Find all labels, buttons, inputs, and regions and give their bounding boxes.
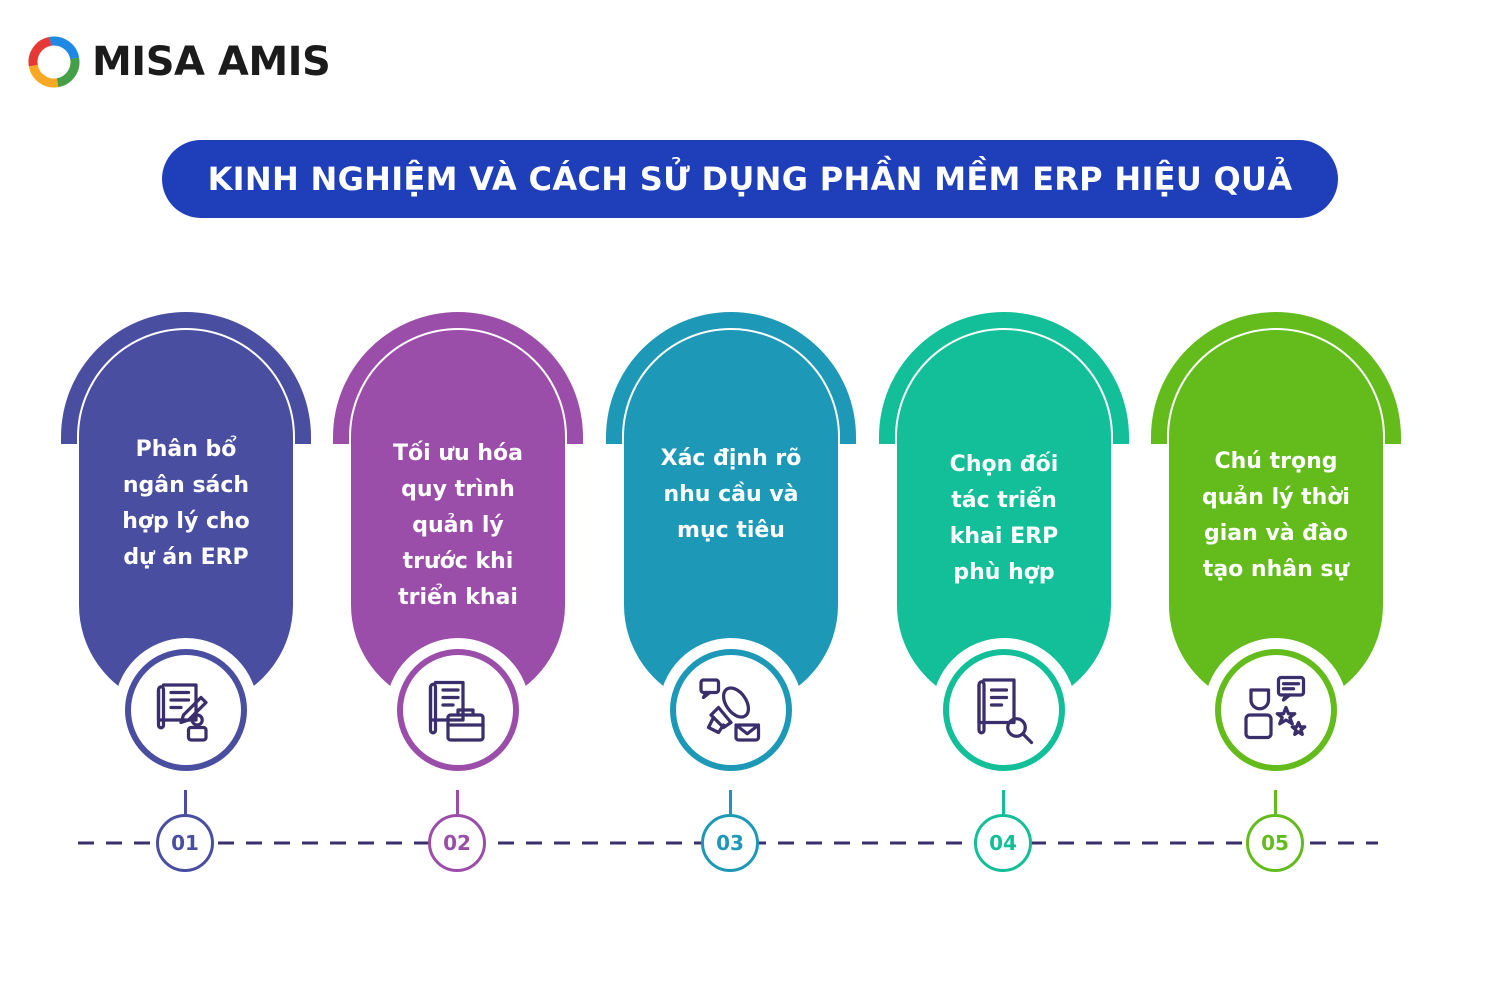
step-text-line: hợp lý cho [122, 509, 250, 534]
step-text-line: ngân sách [122, 473, 250, 498]
step-text-line: trước khi [402, 549, 514, 574]
step-text-line: mục tiêu [677, 518, 785, 543]
misa-amis-logo-icon [28, 36, 80, 88]
step-text-line: quy trình [401, 477, 515, 502]
icon-badge [397, 649, 519, 771]
step-text-line: tác triển [951, 488, 1057, 513]
step-text-line: Chú trọng [1214, 449, 1338, 474]
step-text: Phân bổ ngân sách hợp lý cho dự án ERP [91, 432, 281, 576]
step-number: 03 [701, 814, 759, 872]
step-text-line: Xác định rõ [660, 446, 802, 471]
timeline-connector [184, 790, 187, 814]
timeline-connector [729, 790, 732, 814]
step-number: 04 [974, 814, 1032, 872]
step-02: Tối ưu hóa quy trình quản lý trước khi triển… [333, 0, 583, 1000]
step-text-line: Chọn đối [949, 452, 1059, 477]
step-text-line: quản lý thời [1202, 485, 1350, 510]
step-number: 01 [156, 814, 214, 872]
step-text-line: nhu cầu và [663, 482, 799, 507]
document-search-icon [977, 678, 1034, 745]
step-text-line: phù hợp [953, 560, 1055, 585]
brand-name: MISA AMIS [92, 39, 331, 85]
brand-logo: MISA AMIS [26, 34, 331, 90]
icon-badge [1215, 649, 1337, 771]
timeline-connector [456, 790, 459, 814]
timeline-connector [1002, 790, 1005, 814]
person-chat-star-icon [1244, 675, 1307, 740]
budget-document-icon [156, 683, 208, 742]
step-text: Xác định rõ nhu cầu và mục tiêu [636, 441, 826, 549]
step-text-line: Phân bổ [135, 437, 237, 462]
icon-badge [943, 649, 1065, 771]
page-title: KINH NGHIỆM VÀ CÁCH SỬ DỤNG PHẦN MỀM ERP… [207, 160, 1293, 198]
megaphone-message-icon [699, 678, 761, 742]
step-number: 02 [428, 814, 486, 872]
step-text-line: Tối ưu hóa [393, 441, 523, 466]
step-text: Tối ưu hóa quy trình quản lý trước khi triển… [363, 436, 553, 616]
step-01: Phân bổ ngân sách hợp lý cho dự án ERP 01 [61, 0, 311, 1000]
icon-badge [670, 649, 792, 771]
document-briefcase-icon [428, 680, 485, 742]
step-text-line: gian và đào [1203, 521, 1348, 546]
title-banner: KINH NGHIỆM VÀ CÁCH SỬ DỤNG PHẦN MỀM ERP… [162, 140, 1338, 218]
step-text-line: tạo nhân sự [1202, 557, 1350, 582]
step-text-line: dự án ERP [123, 545, 249, 570]
step-text-line: khai ERP [949, 524, 1059, 549]
step-text-line: quản lý [412, 513, 504, 538]
timeline-connector [1274, 790, 1277, 814]
step-04: Chọn đối tác triển khai ERP phù hợp 04 [879, 0, 1129, 1000]
icon-badge [125, 649, 247, 771]
step-number: 05 [1246, 814, 1304, 872]
step-text-line: triển khai [398, 585, 518, 610]
step-text: Chọn đối tác triển khai ERP phù hợp [909, 447, 1099, 591]
step-05: Chú trọng quản lý thời gian và đào tạo nhân… [1151, 0, 1401, 1000]
step-text: Chú trọng quản lý thời gian và đào tạo nhân… [1181, 444, 1371, 588]
step-03: Xác định rõ nhu cầu và mục tiêu 03 [606, 0, 856, 1000]
